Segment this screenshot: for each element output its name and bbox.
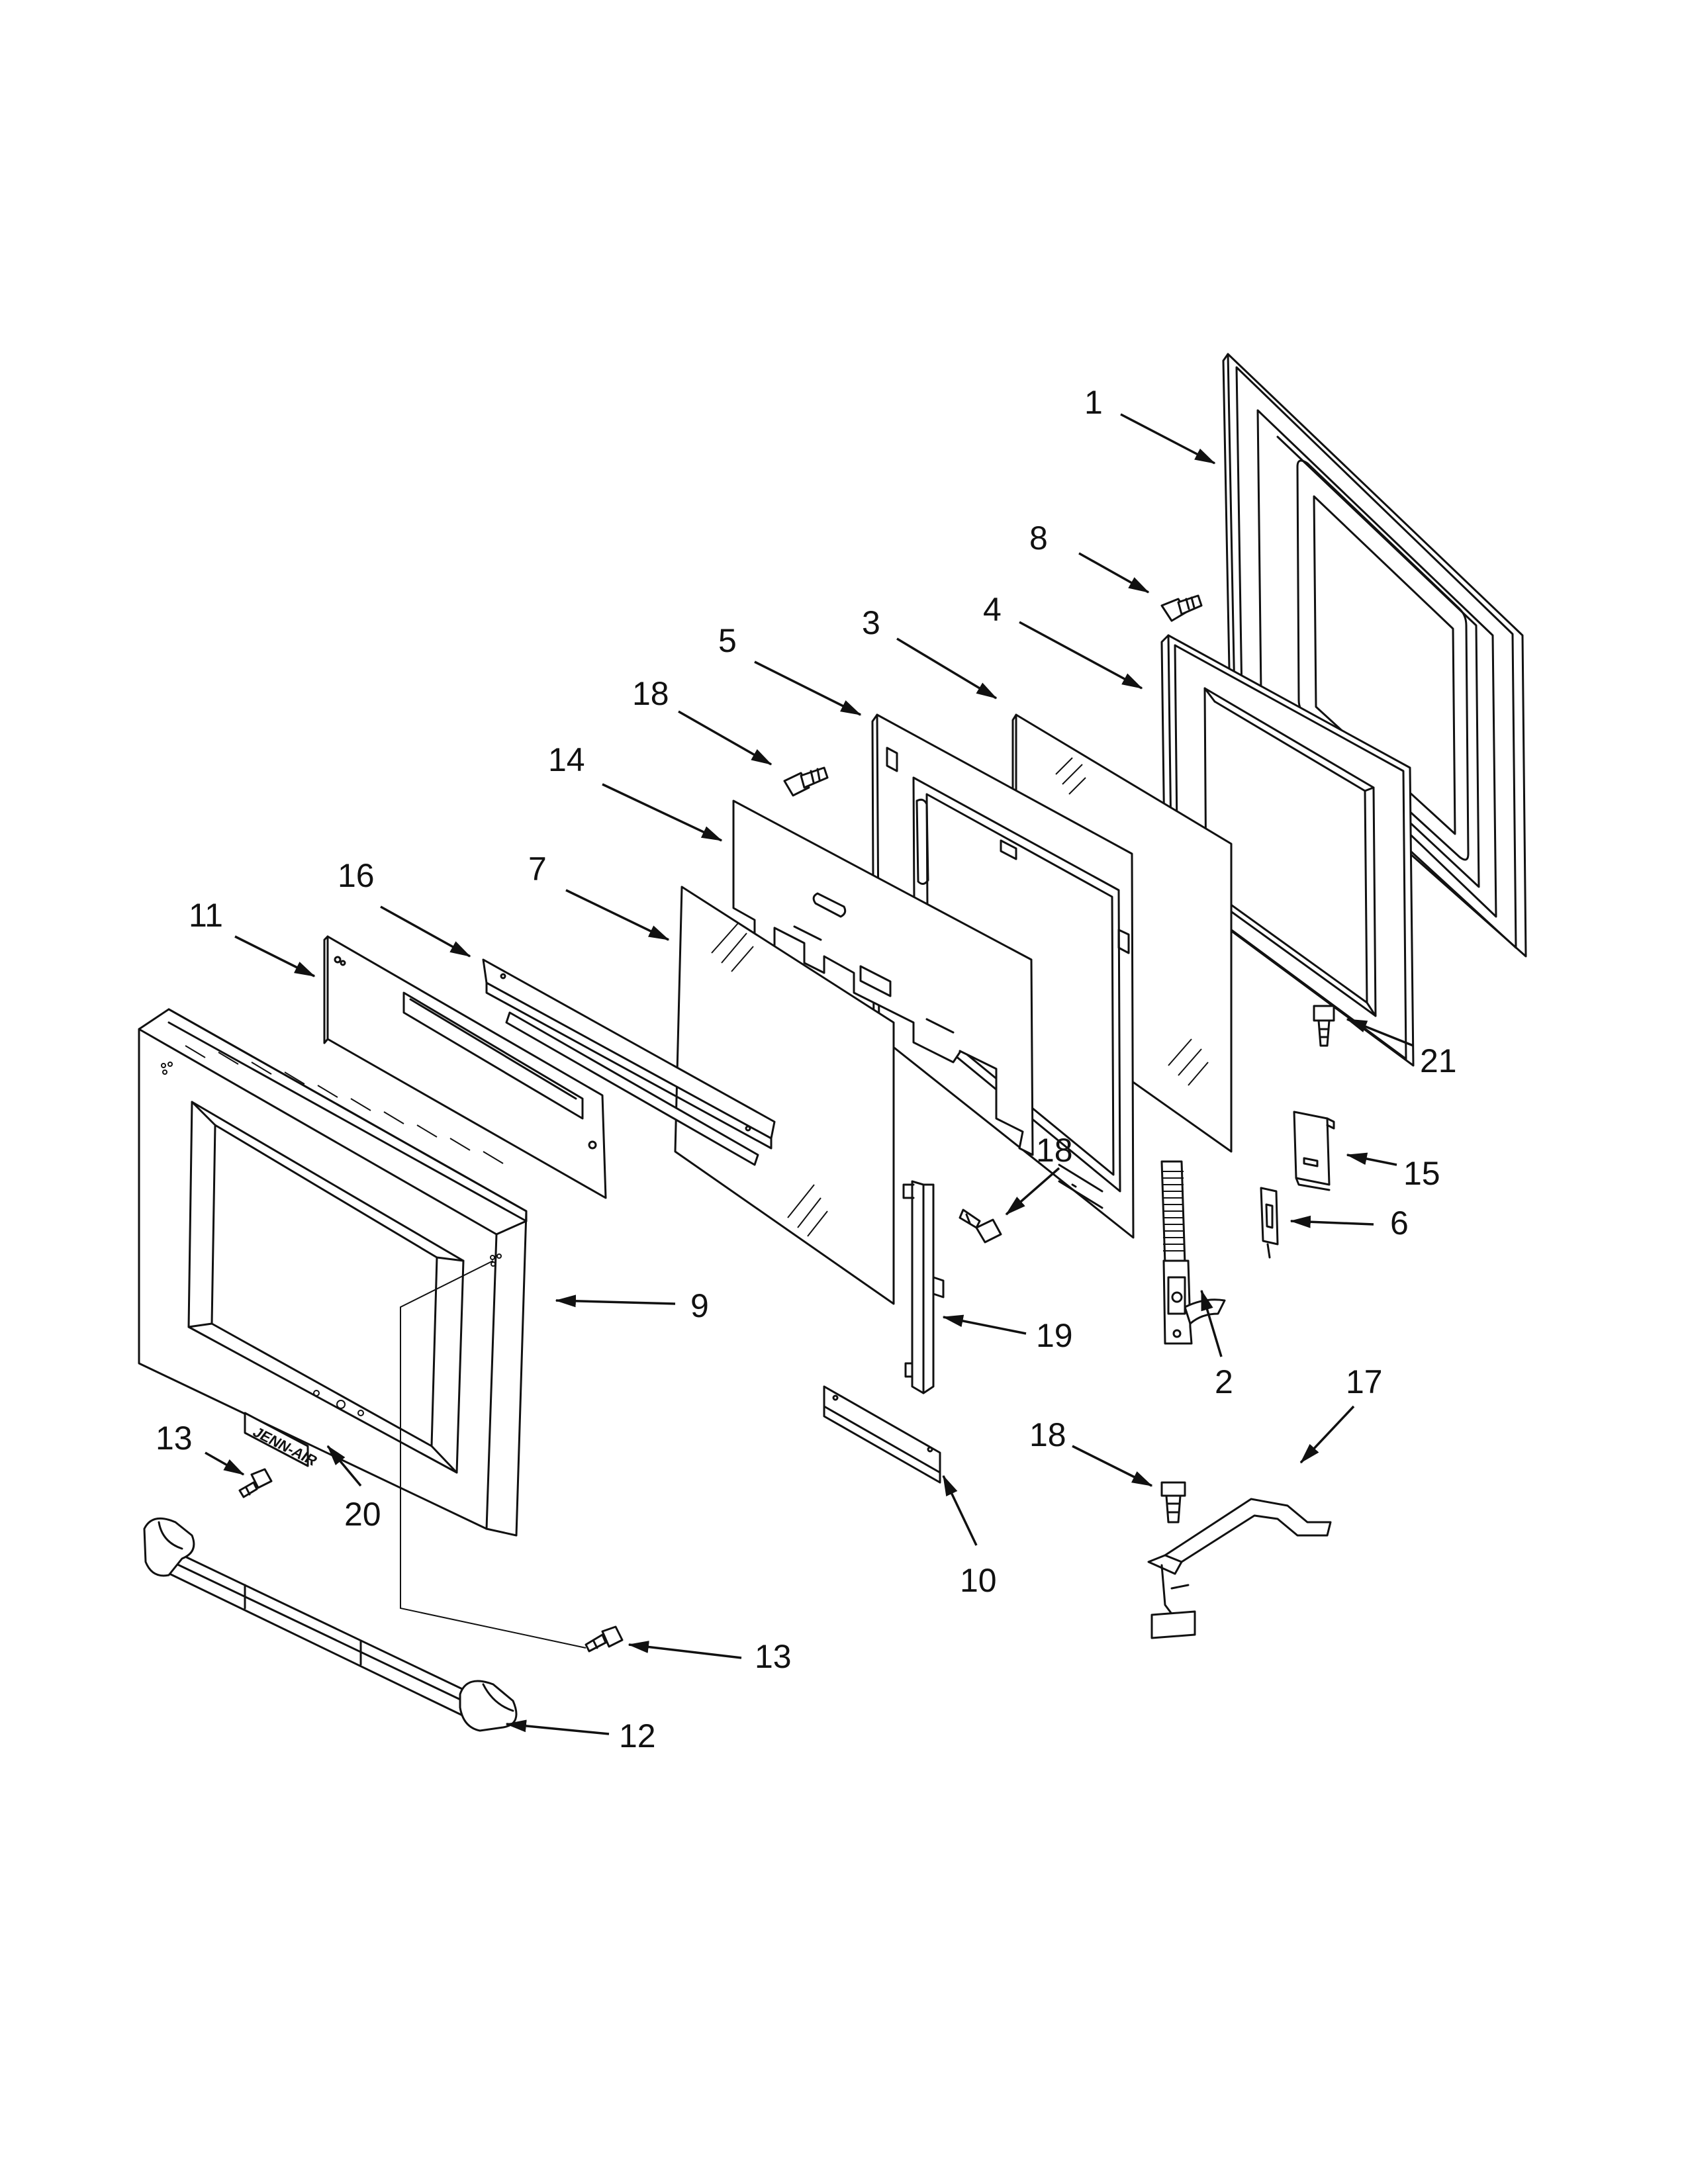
part-7-outer-glass bbox=[674, 886, 895, 1305]
callout-arrows bbox=[205, 413, 1414, 1735]
callout-15: 15 bbox=[1403, 1155, 1440, 1192]
part-18-screw-middle bbox=[959, 1208, 1002, 1244]
part-6-clip bbox=[1260, 1187, 1279, 1259]
callout-19: 19 bbox=[1036, 1317, 1073, 1354]
callout-2: 2 bbox=[1215, 1363, 1233, 1400]
part-18-screw-lower bbox=[1160, 1481, 1186, 1524]
callout-14: 14 bbox=[548, 741, 585, 778]
part-2-hinge bbox=[1160, 1160, 1226, 1345]
callout-1: 1 bbox=[1084, 384, 1103, 421]
callout-8: 8 bbox=[1029, 520, 1048, 557]
callout-10: 10 bbox=[960, 1562, 997, 1599]
callout-18c: 18 bbox=[1029, 1416, 1066, 1453]
callout-16: 16 bbox=[338, 857, 375, 894]
part-10-bottom-bracket bbox=[823, 1385, 941, 1484]
callout-3: 3 bbox=[862, 604, 880, 641]
part-12-handle bbox=[143, 1517, 518, 1732]
callout-labels: 1 8 5 3 4 18 14 16 7 11 21 15 18 6 9 19 … bbox=[156, 384, 1457, 1754]
callout-5: 5 bbox=[718, 622, 737, 659]
part-15-bracket bbox=[1293, 1111, 1335, 1191]
callout-6: 6 bbox=[1390, 1205, 1409, 1242]
part-19-vertical-bracket bbox=[902, 1180, 945, 1394]
callout-4: 4 bbox=[983, 591, 1002, 628]
callout-18a: 18 bbox=[632, 675, 669, 712]
part-1-door-liner bbox=[1222, 353, 1527, 958]
callout-12: 12 bbox=[619, 1717, 656, 1754]
callout-21: 21 bbox=[1420, 1042, 1457, 1079]
callout-11: 11 bbox=[189, 897, 223, 934]
callout-17: 17 bbox=[1346, 1363, 1383, 1400]
part-13-screw-upper bbox=[238, 1468, 273, 1498]
callout-13a: 13 bbox=[156, 1420, 193, 1457]
part-8-screw bbox=[1160, 594, 1203, 622]
alignment-line bbox=[400, 1260, 586, 1649]
callout-7: 7 bbox=[528, 850, 547, 887]
callout-9: 9 bbox=[690, 1287, 709, 1324]
part-13-screw-lower bbox=[585, 1625, 624, 1653]
part-16-rail bbox=[482, 958, 776, 1166]
callout-20: 20 bbox=[344, 1496, 381, 1533]
part-21-screw bbox=[1313, 1005, 1335, 1047]
part-9-outer-door bbox=[138, 1008, 528, 1537]
part-18-screw-upper bbox=[783, 766, 829, 797]
part-17-support-bracket bbox=[1147, 1498, 1332, 1639]
callout-13b: 13 bbox=[755, 1638, 792, 1675]
callout-18b: 18 bbox=[1036, 1132, 1073, 1169]
part-11-panel bbox=[323, 935, 607, 1199]
